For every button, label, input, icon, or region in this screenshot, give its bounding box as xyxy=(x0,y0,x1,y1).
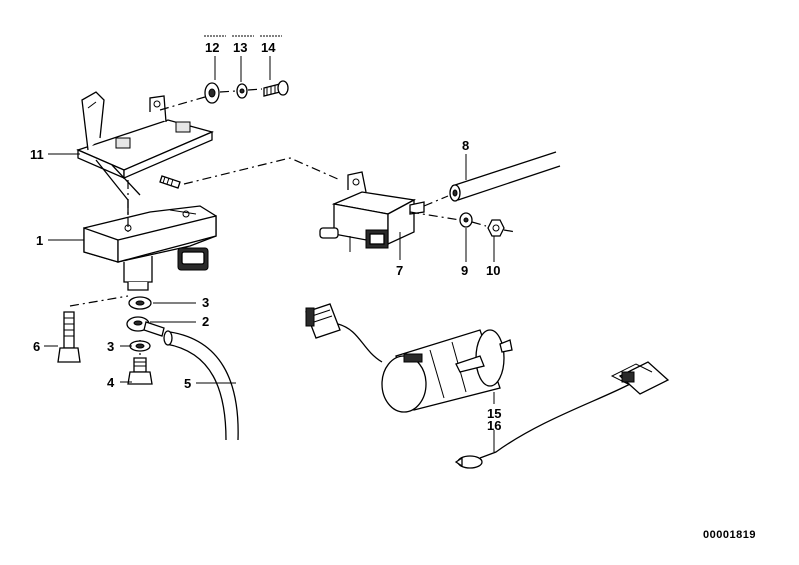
bracket xyxy=(76,91,214,215)
callout-16: 16 xyxy=(487,418,501,433)
callout-15: 15 xyxy=(487,406,501,421)
callout-2: 2 xyxy=(202,314,209,329)
washer-top xyxy=(236,83,248,99)
washer-right xyxy=(459,212,473,228)
callout-3-lower: 3 xyxy=(107,339,114,354)
stud xyxy=(159,175,181,189)
switch xyxy=(319,171,425,252)
bolt-left xyxy=(57,311,81,363)
screw-top xyxy=(263,80,289,97)
capacitor xyxy=(381,329,513,413)
callout-3-upper: 3 xyxy=(202,295,209,310)
diagram-code: 00001819 xyxy=(703,529,756,541)
callout-13: 13 xyxy=(233,40,247,55)
callout-1: 1 xyxy=(36,233,43,248)
leader-lines xyxy=(44,56,495,452)
grommet xyxy=(204,82,220,104)
callout-11: 11 xyxy=(30,147,44,162)
callout-7: 7 xyxy=(396,263,403,278)
callout-8: 8 xyxy=(462,138,469,153)
callout-4: 4 xyxy=(107,375,115,390)
callout-12: 12 xyxy=(205,40,219,55)
wire-connector xyxy=(454,361,670,469)
callout-14: 14 xyxy=(261,40,276,55)
washer-upper xyxy=(128,296,152,310)
nut-right xyxy=(487,219,505,237)
callout-10: 10 xyxy=(486,263,500,278)
banjo-fitting xyxy=(126,316,165,337)
callout-5: 5 xyxy=(184,376,191,391)
hose-upper xyxy=(449,151,561,202)
capacitor-plug xyxy=(305,303,341,339)
washer-lower xyxy=(129,340,151,352)
bolt-lower xyxy=(127,357,153,385)
control-unit xyxy=(83,205,217,291)
callout-9: 9 xyxy=(461,263,468,278)
callout-6: 6 xyxy=(33,339,40,354)
hose-lower xyxy=(163,330,239,441)
